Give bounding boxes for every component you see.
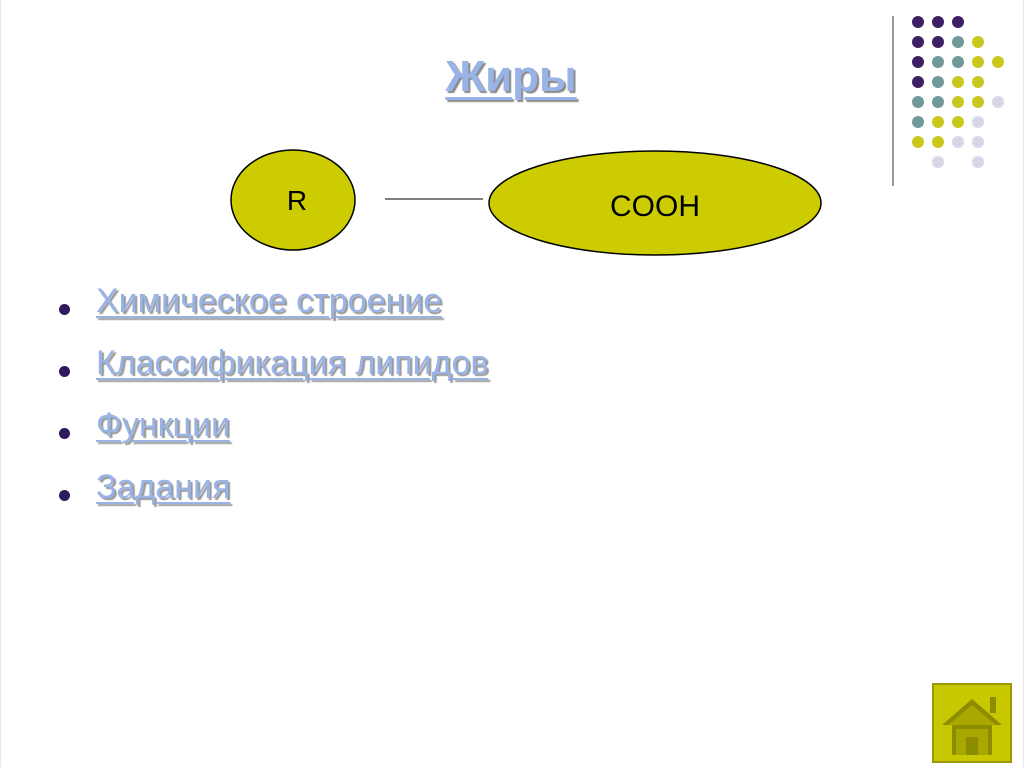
- link-tasks[interactable]: Задания: [96, 468, 231, 506]
- home-button[interactable]: [932, 683, 1012, 763]
- decor-dot: [912, 56, 924, 68]
- bullet-dot-icon: [59, 304, 70, 315]
- decor-dot: [972, 116, 984, 128]
- decor-dot-grid: [912, 16, 1004, 168]
- decor-dot: [952, 136, 964, 148]
- carboxyl-ellipse: [488, 150, 822, 256]
- decor-dot: [932, 16, 944, 28]
- radical-ellipse: [230, 149, 356, 251]
- carboxyl-label: COOH: [610, 190, 700, 223]
- decor-dot: [972, 76, 984, 88]
- decor-dot: [972, 56, 984, 68]
- decor-dot: [912, 136, 924, 148]
- list-item: Классификация липидов: [59, 344, 488, 406]
- decor-dot: [932, 56, 944, 68]
- link-lipid-classification[interactable]: Классификация липидов: [96, 344, 489, 382]
- decor-dot: [972, 156, 984, 168]
- link-functions[interactable]: Функции: [96, 406, 230, 444]
- slide-title[interactable]: Жиры: [445, 52, 577, 101]
- list-item: Функции: [59, 406, 488, 468]
- decor-dot: [952, 116, 964, 128]
- decor-dot: [972, 36, 984, 48]
- decor-dot: [992, 56, 1004, 68]
- decor-dot: [912, 116, 924, 128]
- bullet-dot-icon: [59, 490, 70, 501]
- home-icon: [942, 697, 1002, 755]
- fatty-acid-diagram: R COOH: [230, 149, 822, 256]
- list-item: Химическое строение: [59, 282, 488, 344]
- radical-label: R: [287, 185, 307, 216]
- decor-dot: [932, 136, 944, 148]
- decor-dot: [932, 116, 944, 128]
- decor-dot: [912, 36, 924, 48]
- decor-dot: [992, 96, 1004, 108]
- bullet-dot-icon: [59, 366, 70, 377]
- decor-dot: [932, 156, 944, 168]
- decor-dot: [972, 136, 984, 148]
- decor-dot: [972, 96, 984, 108]
- decor-dot: [952, 16, 964, 28]
- decor-dot: [952, 56, 964, 68]
- decor-dot: [912, 16, 924, 28]
- decor-dot: [932, 76, 944, 88]
- decor-dot: [932, 36, 944, 48]
- list-item: Задания: [59, 468, 488, 530]
- decor-dot: [932, 96, 944, 108]
- decor-divider-line: [892, 16, 894, 186]
- topic-list: Химическое строение Классификация липидо…: [59, 282, 488, 530]
- decor-dot: [952, 96, 964, 108]
- decor-dot: [912, 96, 924, 108]
- decor-dot: [952, 36, 964, 48]
- link-chemical-structure[interactable]: Химическое строение: [96, 282, 443, 320]
- decor-dot: [952, 76, 964, 88]
- decor-dot: [912, 76, 924, 88]
- bullet-dot-icon: [59, 428, 70, 439]
